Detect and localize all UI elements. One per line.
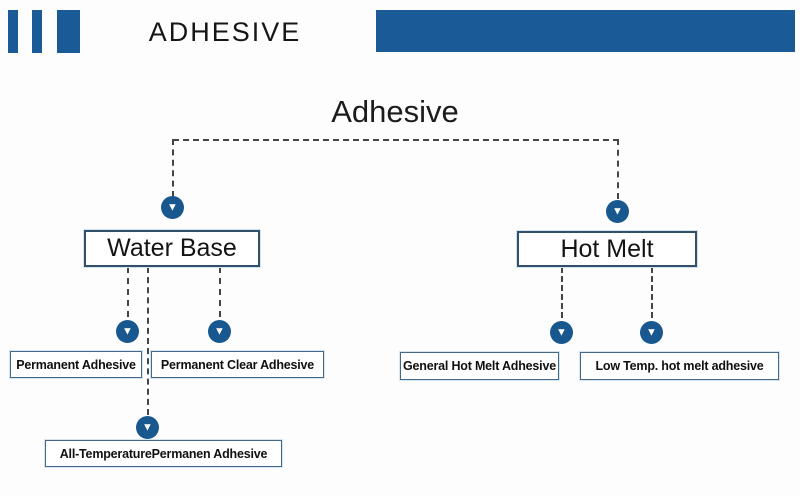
header-accent-bar bbox=[376, 10, 795, 52]
brand-bar-icon bbox=[32, 10, 42, 53]
down-arrow-glyph: ▼ bbox=[556, 326, 567, 339]
down-arrow-icon: ▼ bbox=[136, 416, 159, 439]
brand-bar-icon bbox=[57, 10, 80, 53]
connector-hotmelt-to-general bbox=[561, 267, 563, 318]
header-title: ADHESIVE bbox=[148, 17, 302, 47]
leaf-permanent-adhesive: Permanent Adhesive bbox=[10, 351, 142, 378]
connector-root-to-waterbase bbox=[172, 139, 174, 197]
connector-waterbase-to-clear bbox=[219, 267, 221, 317]
down-arrow-icon: ▼ bbox=[640, 321, 663, 344]
node-water-base: Water Base bbox=[84, 230, 260, 267]
node-hot-melt: Hot Melt bbox=[517, 231, 697, 267]
down-arrow-glyph: ▼ bbox=[167, 201, 178, 214]
leaf-general-hot-melt-adhesive: General Hot Melt Adhesive bbox=[400, 352, 559, 380]
connector-waterbase-to-alltemp bbox=[147, 267, 149, 415]
connector-root-horizontal bbox=[173, 139, 619, 141]
down-arrow-glyph: ▼ bbox=[612, 205, 623, 218]
down-arrow-glyph: ▼ bbox=[646, 326, 657, 339]
down-arrow-icon: ▼ bbox=[606, 200, 629, 223]
down-arrow-icon: ▼ bbox=[208, 320, 231, 343]
down-arrow-icon: ▼ bbox=[550, 321, 573, 344]
diagram-root-label: Adhesive bbox=[331, 94, 459, 129]
connector-waterbase-to-permanent bbox=[127, 267, 129, 317]
down-arrow-glyph: ▼ bbox=[142, 421, 153, 434]
down-arrow-glyph: ▼ bbox=[214, 325, 225, 338]
down-arrow-icon: ▼ bbox=[116, 320, 139, 343]
down-arrow-icon: ▼ bbox=[161, 196, 184, 219]
connector-root-to-hotmelt bbox=[617, 139, 619, 199]
brand-bar-icon bbox=[8, 10, 18, 53]
down-arrow-glyph: ▼ bbox=[122, 325, 133, 338]
leaf-permanent-clear-adhesive: Permanent Clear Adhesive bbox=[151, 351, 324, 378]
leaf-all-temperature-permanent-adhesive: All-TemperaturePermanen Adhesive bbox=[45, 440, 282, 467]
connector-hotmelt-to-lowtemp bbox=[651, 267, 653, 318]
leaf-low-temp-hot-melt-adhesive: Low Temp. hot melt adhesive bbox=[580, 352, 779, 380]
